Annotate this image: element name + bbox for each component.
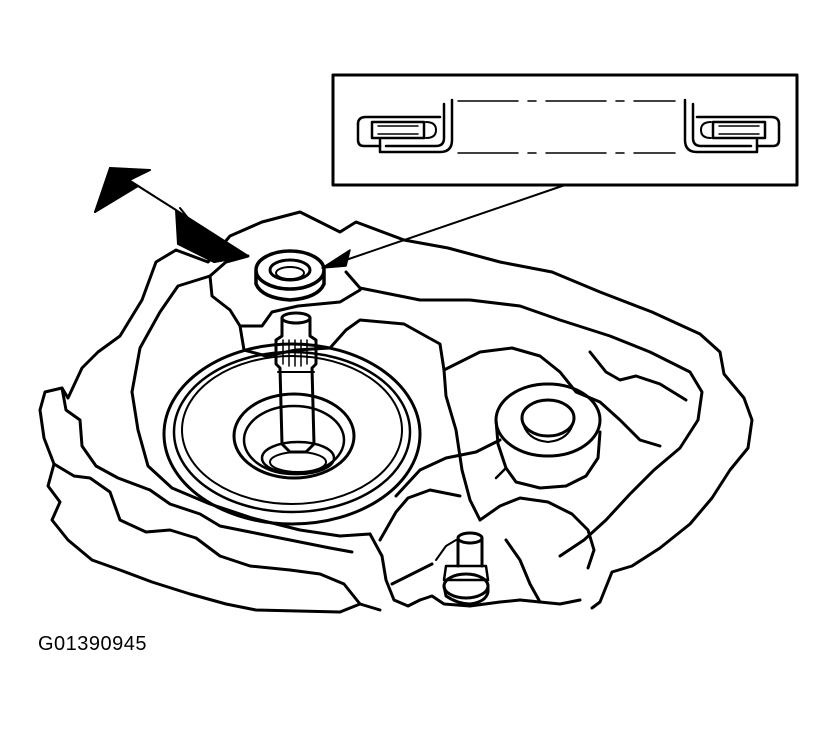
transmission-case [38,210,754,614]
seal-section-left [356,98,454,154]
seal-section-right [683,98,781,154]
detail-leader [321,184,566,269]
inset-frame [331,73,799,187]
oil-seal [254,249,326,302]
input-shaft [274,311,318,454]
clutch-drum [162,342,422,526]
stud-bolt [435,531,490,606]
side-boss [494,382,602,490]
leader-arrowhead [321,249,351,269]
seal-detail-inset [331,73,799,187]
figure-id-label: G01390945 [38,633,148,655]
